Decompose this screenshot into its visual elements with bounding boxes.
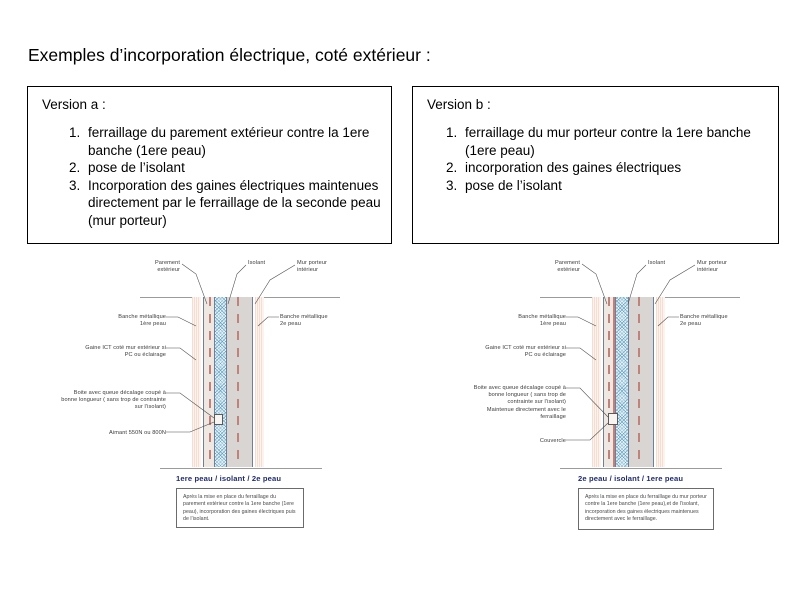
list-item: pose de l’isolant bbox=[84, 159, 383, 177]
layer-parement-exterieur bbox=[604, 297, 613, 467]
layer-isolant-inner-face bbox=[226, 297, 227, 467]
callout-banche-2e-peau: Banche métallique 2e peau bbox=[680, 314, 728, 328]
rebar-parement bbox=[208, 297, 211, 467]
list-item: ferraillage du mur porteur contre la 1er… bbox=[461, 124, 770, 159]
list-item: incorporation des gaines électriques bbox=[461, 159, 770, 177]
wall-cross-section bbox=[592, 297, 672, 467]
callout-isolant: Isolant bbox=[648, 260, 666, 266]
rebar-mur-porteur bbox=[237, 297, 240, 467]
figure-version-b: Parement extérieur Isolant Mur porteur i… bbox=[400, 252, 800, 542]
layer-formwork-face-1 bbox=[603, 297, 604, 467]
callout-aimant: Aimant 550N ou 800N bbox=[109, 430, 166, 436]
layer-gap-outer bbox=[201, 297, 203, 467]
bottom-reference-line bbox=[160, 468, 322, 469]
page-title: Exemples d’incorporation électrique, cot… bbox=[28, 45, 431, 65]
rebar-mur-porteur bbox=[638, 297, 641, 467]
layer-formwork-inner bbox=[656, 297, 665, 467]
caption-title-b: 2e peau / isolant / 1ere peau bbox=[578, 474, 684, 483]
bottom-reference-line bbox=[560, 468, 722, 469]
list-item: Incorporation des gaines électriques mai… bbox=[84, 177, 383, 230]
callout-banche-1ere-peau: Banche métallique 1ère peau bbox=[518, 314, 566, 328]
callout-mur-porteur: Mur porteur intérieur bbox=[297, 260, 328, 274]
list-item: ferraillage du parement extérieur contre… bbox=[84, 124, 383, 159]
layer-gap-inner bbox=[654, 297, 656, 467]
layer-mur-porteur bbox=[227, 297, 252, 467]
caption-text-b: Après la mise en place du ferraillage du… bbox=[585, 494, 707, 523]
figure-version-a: Parement extérieur Isolant Mur porteur i… bbox=[0, 252, 400, 542]
callout-couvercle: Couvercle bbox=[539, 438, 566, 444]
layer-formwork-outer bbox=[192, 297, 201, 467]
callout-parement-exterieur: Parement extérieur bbox=[554, 260, 580, 274]
callout-banche-2e-peau: Banche métallique 2e peau bbox=[280, 314, 328, 328]
layer-parement-exterieur bbox=[204, 297, 214, 467]
layer-mur-porteur bbox=[629, 297, 653, 467]
rebar-parement bbox=[608, 297, 611, 467]
callout-boite-queue-decalage: Boite avec queue décalage coupé à bonne … bbox=[473, 385, 566, 420]
layer-parement-inner-face bbox=[615, 297, 616, 467]
layer-formwork-face-1 bbox=[203, 297, 204, 467]
version-b-label: Version b : bbox=[427, 97, 491, 112]
electrical-box-detail bbox=[214, 414, 223, 425]
version-b-steps: ferraillage du mur porteur contre la 1er… bbox=[435, 124, 770, 194]
caption-box-b: Après la mise en place du ferraillage du… bbox=[578, 488, 714, 530]
layer-isolant-inner-face bbox=[628, 297, 629, 467]
version-a-box: Version a : ferraillage du parement exté… bbox=[27, 86, 392, 244]
version-a-steps: ferraillage du parement extérieur contre… bbox=[58, 124, 383, 229]
version-b-box: Version b : ferraillage du mur porteur c… bbox=[412, 86, 779, 244]
version-a-label: Version a : bbox=[42, 97, 106, 112]
layer-formwork-face-2 bbox=[252, 297, 253, 467]
callout-gaine-ict: Gaine ICT coté mur extérieur si PC ou éc… bbox=[485, 345, 566, 359]
layer-gaine-electrique bbox=[613, 297, 615, 467]
layer-formwork-outer bbox=[592, 297, 601, 467]
callout-gaine-ict: Gaine ICT coté mur extérieur si PC ou éc… bbox=[85, 345, 166, 359]
callout-mur-porteur: Mur porteur intérieur bbox=[697, 260, 728, 274]
layer-parement-inner-face bbox=[214, 297, 215, 467]
callout-isolant: Isolant bbox=[248, 260, 266, 266]
layer-formwork-inner bbox=[255, 297, 264, 467]
callout-parement-exterieur: Parement extérieur bbox=[154, 260, 180, 274]
caption-title-a: 1ere peau / isolant / 2e peau bbox=[176, 474, 282, 483]
layer-gap-outer bbox=[601, 297, 603, 467]
layer-isolant bbox=[616, 297, 628, 467]
layer-isolant bbox=[215, 297, 226, 467]
caption-text-a: Après la mise en place du ferraillage du… bbox=[183, 494, 296, 523]
caption-box-a: Après la mise en place du ferraillage du… bbox=[176, 488, 304, 528]
layer-gap-inner bbox=[253, 297, 255, 467]
list-item: pose de l’isolant bbox=[461, 177, 770, 195]
callout-banche-1ere-peau: Banche métallique 1ère peau bbox=[118, 314, 166, 328]
electrical-box-detail bbox=[608, 413, 618, 425]
callout-boite-queue-decalage: Boite avec queue décalage coupé à bonne … bbox=[61, 390, 166, 411]
layer-formwork-face-2 bbox=[653, 297, 654, 467]
wall-cross-section bbox=[192, 297, 272, 467]
